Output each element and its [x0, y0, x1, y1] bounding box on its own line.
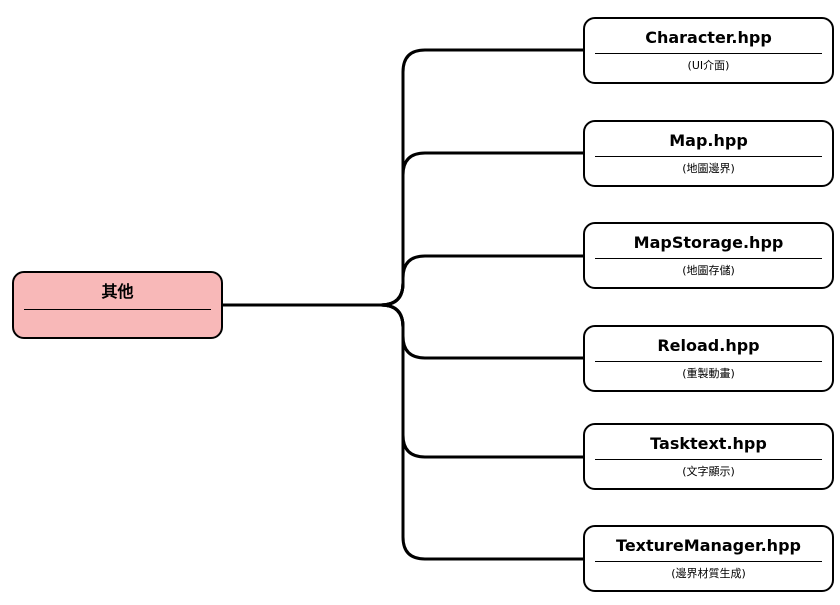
child-node-subtitle: (地圖存儲) [682, 264, 735, 277]
child-node-subtitle: (文字顯示) [682, 465, 735, 478]
child-node-reload[interactable]: Reload.hpp (重製動畫) [583, 325, 834, 392]
child-node-divider [595, 258, 822, 259]
child-node-divider [595, 53, 822, 54]
child-node-subtitle: (邊界材質生成) [671, 567, 746, 580]
child-node-subtitle: (地圖邊界) [682, 162, 735, 175]
child-node-character[interactable]: Character.hpp (UI介面) [583, 17, 834, 84]
connector-line-6 [222, 303, 584, 561]
child-node-title: Reload.hpp [657, 336, 760, 355]
child-node-divider [595, 459, 822, 460]
connector-line-3 [222, 254, 584, 307]
child-node-tasktext[interactable]: Tasktext.hpp (文字顯示) [583, 423, 834, 490]
child-node-mapstorage[interactable]: MapStorage.hpp (地圖存儲) [583, 222, 834, 289]
child-node-divider [595, 156, 822, 157]
child-node-title: Tasktext.hpp [650, 434, 767, 453]
child-node-title: TextureManager.hpp [616, 536, 801, 555]
child-node-map[interactable]: Map.hpp (地圖邊界) [583, 120, 834, 187]
child-node-title: Character.hpp [645, 28, 772, 47]
child-node-divider [595, 361, 822, 362]
child-node-title: MapStorage.hpp [633, 233, 784, 252]
child-node-divider [595, 561, 822, 562]
child-node-title: Map.hpp [669, 131, 748, 150]
child-node-texturemanager[interactable]: TextureManager.hpp (邊界材質生成) [583, 525, 834, 592]
child-node-subtitle: (重製動畫) [682, 367, 735, 380]
child-node-subtitle: (UI介面) [687, 59, 730, 72]
root-node[interactable]: 其他 [12, 271, 223, 339]
root-node-divider [24, 309, 211, 310]
root-node-title: 其他 [101, 282, 134, 301]
